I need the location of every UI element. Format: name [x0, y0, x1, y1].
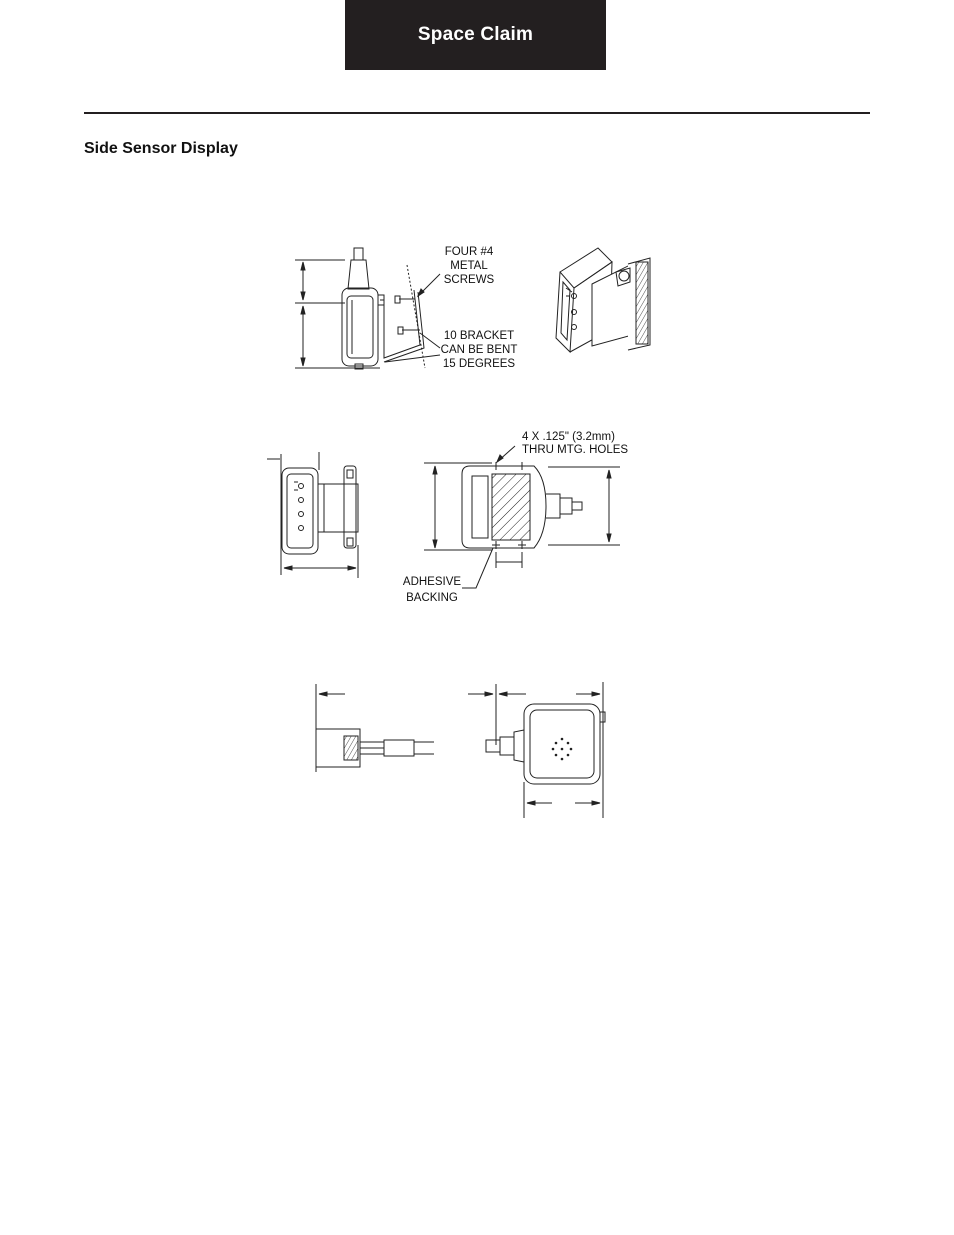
section-title: Side Sensor Display [84, 140, 238, 157]
top-view-adhesive [424, 445, 620, 589]
adhesive-callout-2: BACKING [406, 592, 458, 604]
front-view [267, 452, 359, 578]
header-title: Space Claim [417, 24, 534, 45]
connector-view [315, 684, 434, 772]
bracket-callout-2: CAN BE BENT [441, 344, 518, 356]
screws-callout-2: METAL [450, 260, 488, 272]
bracket-callout-1: 10 BRACKET [444, 330, 514, 342]
holes-callout-1: 4 X .125" (3.2mm) [522, 431, 615, 443]
bracket-callout-3: 15 DEGREES [443, 358, 516, 370]
header-rule [84, 112, 870, 114]
isometric-view [555, 247, 651, 354]
face-view [468, 682, 606, 818]
holes-callout-2: THRU MTG. HOLES [522, 444, 628, 456]
screws-callout-3: SCREWS [444, 274, 495, 286]
side-view-with-bracket [295, 247, 441, 370]
header-tab: Space Claim [345, 0, 606, 70]
screws-callout-1: FOUR #4 [445, 246, 494, 258]
adhesive-callout-1: ADHESIVE [403, 576, 461, 588]
